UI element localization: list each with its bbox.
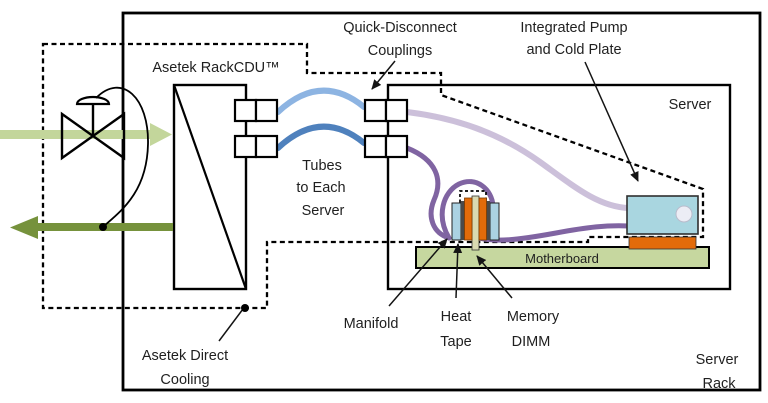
memory-dimm-pointer-arrow bbox=[476, 255, 513, 299]
cold-plate bbox=[628, 236, 697, 250]
valve-body-left bbox=[60, 111, 96, 161]
motherboard: Motherboard bbox=[415, 246, 710, 269]
label-quick-disconnect-line2: Couplings bbox=[368, 43, 433, 59]
manifold-cooler-bar bbox=[489, 202, 500, 241]
couplings-cdu bbox=[233, 98, 279, 159]
label-memory-dimm-line2: DIMM bbox=[512, 334, 551, 350]
facility-return-arrow bbox=[10, 216, 173, 239]
tube-supply bbox=[275, 87, 367, 115]
coupling-square bbox=[384, 98, 409, 123]
valve-body-right bbox=[90, 111, 126, 161]
rackcdu-unit bbox=[172, 83, 248, 291]
label-tubes-line1: Tubes bbox=[302, 158, 342, 174]
heat-tape-pointer-arrow bbox=[453, 243, 463, 299]
motherboard-board bbox=[415, 246, 710, 269]
coupling-square bbox=[233, 134, 258, 159]
label-heat-tape-line1: Heat bbox=[441, 309, 472, 325]
label-rackcdu: Asetek RackCDU™ bbox=[152, 60, 279, 76]
label-tubes-line3: Server bbox=[302, 203, 345, 219]
coupling-square bbox=[254, 134, 279, 159]
pump-cap-circle bbox=[675, 205, 693, 223]
quick-disconnect-pointer-arrow bbox=[371, 60, 396, 90]
valve-icon bbox=[60, 86, 149, 231]
server-rack-box bbox=[121, 11, 762, 392]
control-junction-dot bbox=[99, 223, 107, 231]
label-integrated-pump-line2: and Cold Plate bbox=[526, 42, 621, 58]
label-heat-tape-line2: Tape bbox=[440, 334, 471, 350]
label-server: Server bbox=[669, 97, 712, 113]
tube-return bbox=[275, 123, 367, 151]
coupling-square bbox=[233, 98, 258, 123]
manifold-cooler-bar bbox=[451, 202, 462, 241]
label-integrated-pump-line1: Integrated Pump bbox=[520, 20, 627, 36]
dimm-cooler-orange bbox=[464, 197, 473, 241]
coupling-square bbox=[384, 134, 409, 159]
coupling-square bbox=[363, 134, 388, 159]
motherboard-label: Motherboard bbox=[525, 251, 599, 266]
rackcdu-heat-exchanger-diagonal bbox=[172, 84, 248, 290]
label-server-rack-line1: Server bbox=[696, 352, 739, 368]
direct-cooling-leader-line bbox=[218, 308, 244, 342]
direct-cooling-junction-dot bbox=[241, 304, 249, 312]
label-direct-cooling-line1: Asetek Direct bbox=[142, 348, 228, 364]
server-box bbox=[386, 83, 732, 291]
direct-cooling-boundary bbox=[41, 42, 705, 310]
dimm-cooler-orange bbox=[478, 197, 487, 241]
label-manifold: Manifold bbox=[344, 316, 399, 332]
rackcdu-box bbox=[172, 83, 248, 291]
label-direct-cooling-line2: Cooling bbox=[160, 372, 209, 388]
heat-tape-strip bbox=[486, 201, 490, 240]
valve-control-line bbox=[95, 86, 149, 227]
heat-tape-strip bbox=[461, 201, 465, 240]
memory-dimm-card bbox=[471, 195, 480, 251]
pump-cold-plate bbox=[626, 195, 699, 250]
dimm-assembly bbox=[451, 190, 500, 251]
manifold-pointer-arrow bbox=[388, 238, 448, 307]
server-tube-pale bbox=[404, 109, 632, 211]
coupling-square bbox=[363, 98, 388, 123]
facility-supply-arrow bbox=[0, 123, 172, 146]
label-tubes-line2: to Each bbox=[296, 180, 345, 196]
server-tube-purple bbox=[404, 145, 632, 243]
pump-pointer-arrow bbox=[584, 61, 639, 182]
label-quick-disconnect-line1: Quick-Disconnect bbox=[343, 20, 457, 36]
label-memory-dimm-line1: Memory bbox=[507, 309, 560, 325]
label-server-rack-line2: Rack bbox=[702, 376, 736, 392]
coupling-square bbox=[254, 98, 279, 123]
couplings-server bbox=[363, 98, 409, 159]
valve-actuator bbox=[75, 95, 111, 106]
